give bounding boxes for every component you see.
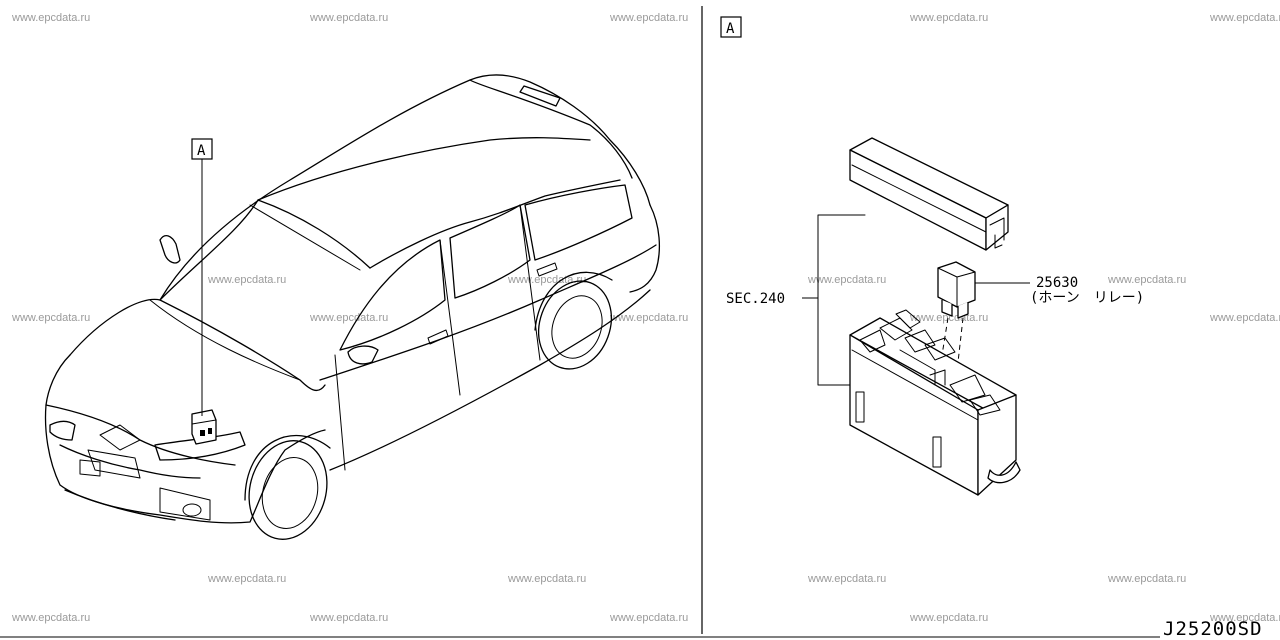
relay-install-line bbox=[955, 317, 964, 381]
view-label-group: A bbox=[191, 138, 213, 416]
detail-label-box bbox=[720, 16, 742, 38]
watermark: www.epcdata.ru bbox=[807, 274, 886, 286]
watermark: www.epcdata.ru bbox=[1107, 573, 1186, 585]
relay-install-line bbox=[937, 317, 949, 381]
detail-label-group: A bbox=[720, 16, 742, 38]
callout-horn-relay: 25630 (ホーン リレー) bbox=[975, 275, 1144, 306]
watermark: www.epcdata.ru bbox=[507, 573, 586, 585]
callout-section-ref: SEC.240 bbox=[726, 214, 866, 386]
watermark: www.epcdata.ru bbox=[1209, 312, 1280, 324]
watermark: www.epcdata.ru bbox=[507, 274, 586, 286]
watermark: www.epcdata.ru bbox=[609, 12, 688, 24]
watermark: www.epcdata.ru bbox=[309, 612, 388, 624]
watermark: www.epcdata.ru bbox=[207, 573, 286, 585]
section-reference: SEC.240 bbox=[726, 291, 785, 307]
watermark: www.epcdata.ru bbox=[807, 573, 886, 585]
view-label: A bbox=[197, 143, 206, 159]
watermark: www.epcdata.ru bbox=[609, 312, 688, 324]
watermark: www.epcdata.ru bbox=[909, 612, 988, 624]
horn-relay-illustration bbox=[937, 261, 976, 319]
watermark: www.epcdata.ru bbox=[909, 312, 988, 324]
drawing-code: J25200SD bbox=[1163, 618, 1263, 640]
watermark: www.epcdata.ru bbox=[11, 12, 90, 24]
watermark: www.epcdata.ru bbox=[1107, 274, 1186, 286]
watermark: www.epcdata.ru bbox=[11, 312, 90, 324]
vehicle-illustration bbox=[44, 74, 660, 540]
detail-label: A bbox=[726, 21, 735, 37]
watermark: www.epcdata.ru bbox=[309, 312, 388, 324]
fuse-box-cover-illustration bbox=[849, 137, 1009, 251]
watermark: www.epcdata.ru bbox=[207, 274, 286, 286]
watermark-layer: www.epcdata.ru www.epcdata.ru www.epcdat… bbox=[11, 12, 1280, 624]
section-bracket bbox=[817, 214, 866, 386]
watermark: www.epcdata.ru bbox=[1209, 612, 1280, 624]
watermark: www.epcdata.ru bbox=[909, 12, 988, 24]
part-number: 25630 bbox=[1036, 275, 1078, 291]
watermark: www.epcdata.ru bbox=[11, 612, 90, 624]
fuse-box-illustration bbox=[849, 309, 1021, 496]
watermark: www.epcdata.ru bbox=[609, 612, 688, 624]
watermark: www.epcdata.ru bbox=[309, 12, 388, 24]
watermark: www.epcdata.ru bbox=[1209, 12, 1280, 24]
part-name: (ホーン リレー) bbox=[1030, 290, 1144, 306]
